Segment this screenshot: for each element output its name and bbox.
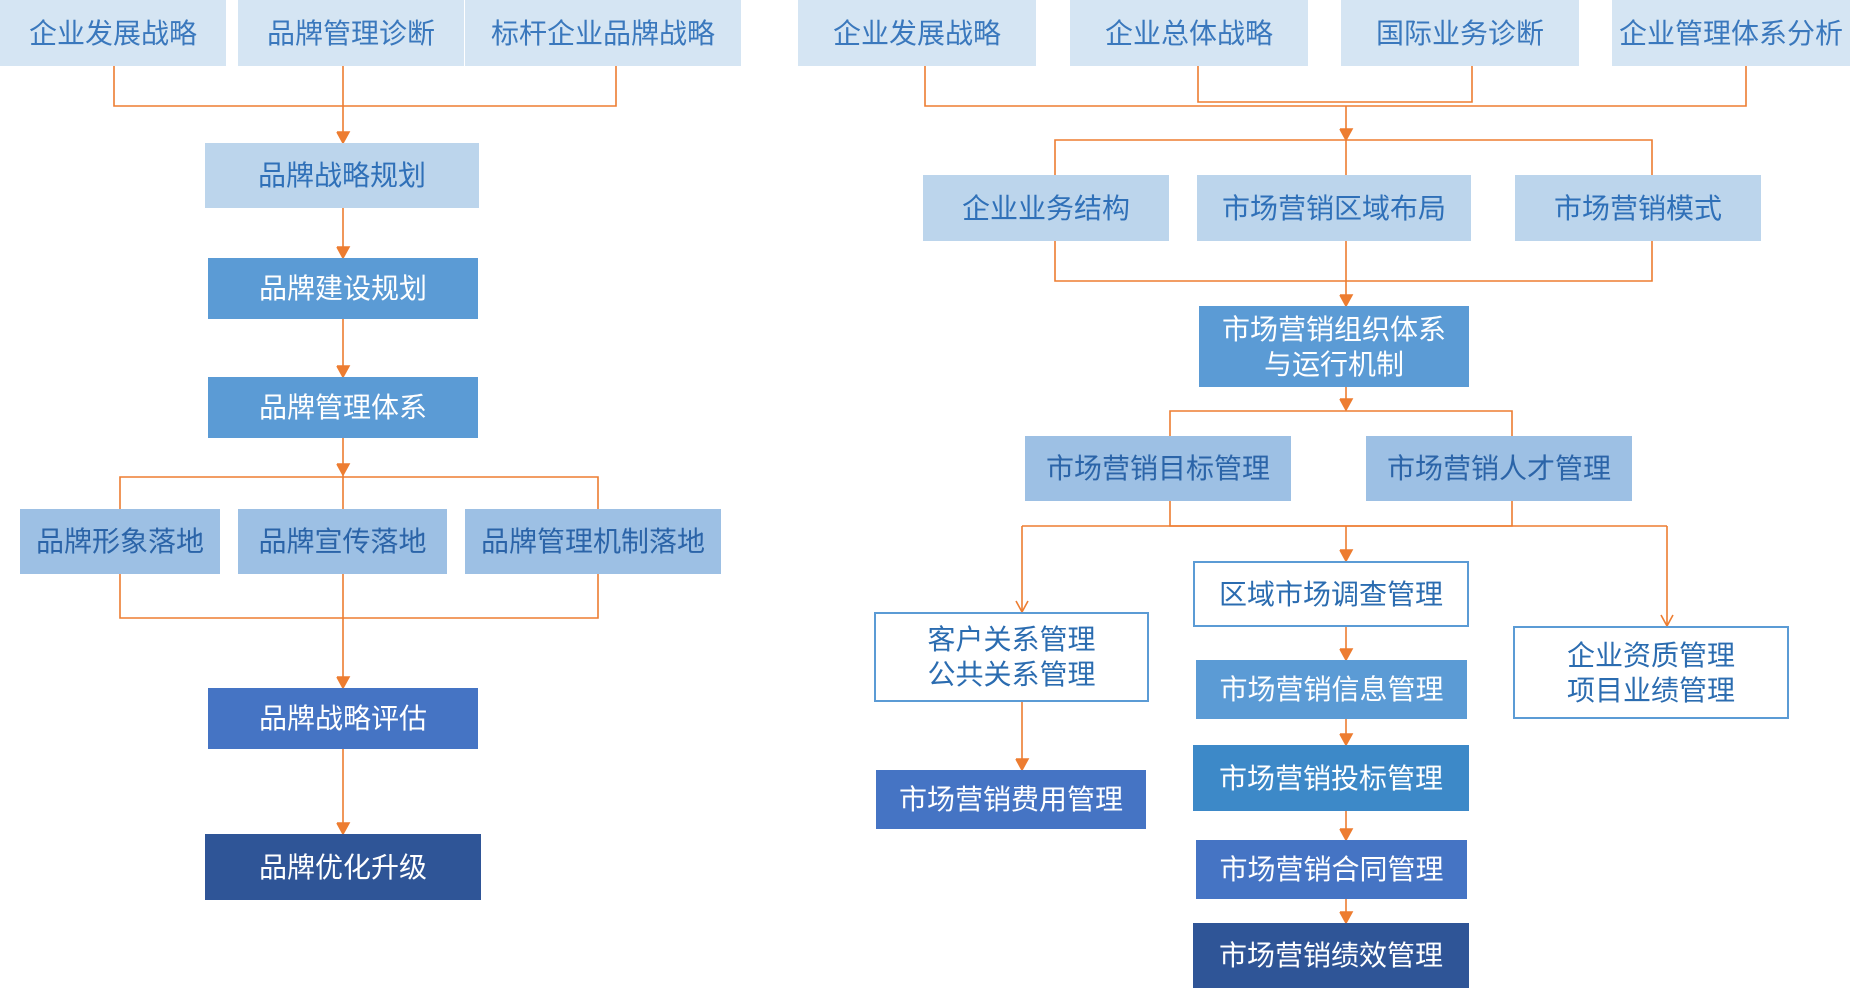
- node-label: 企业业务结构: [961, 191, 1130, 225]
- node-label: 品牌战略评估: [258, 702, 427, 735]
- performance-management-node: 市场营销绩效管理: [1193, 923, 1469, 988]
- target-management-node: 市场营销目标管理: [1025, 436, 1291, 501]
- brand-image-implementation-node: 品牌形象落地: [20, 509, 220, 574]
- left-input-brand-diagnosis: 品牌管理诊断: [238, 0, 464, 66]
- node-label: 国际业务诊断: [1375, 16, 1544, 50]
- brand-building-planning-node: 品牌建设规划: [208, 258, 478, 319]
- node-label: 客户关系管理 公共关系管理: [927, 623, 1096, 691]
- connector-line: [113, 66, 617, 107]
- organization-system-node: 市场营销组织体系 与运行机制: [1199, 306, 1469, 387]
- node-label: 企业发展战略: [832, 16, 1001, 50]
- connector-arrowhead: [1339, 911, 1354, 925]
- marketing-model-node: 市场营销模式: [1515, 175, 1761, 241]
- node-label: 品牌建设规划: [258, 272, 427, 305]
- talent-management-node: 市场营销人才管理: [1366, 436, 1632, 501]
- connector-arrowhead: [1339, 294, 1354, 308]
- right-input-enterprise-development-strategy: 企业发展战略: [798, 0, 1036, 66]
- connector-line: [119, 476, 599, 509]
- node-label: 市场营销人才管理: [1386, 452, 1611, 485]
- node-label: 品牌优化升级: [258, 850, 427, 884]
- node-label: 企业管理体系分析: [1618, 16, 1843, 50]
- brand-optimization-node: 品牌优化升级: [205, 834, 481, 900]
- connector-arrowhead: [336, 365, 351, 379]
- connector-line: [1197, 66, 1473, 103]
- node-label: 企业总体战略: [1104, 16, 1273, 50]
- node-label: 品牌管理体系: [258, 391, 427, 424]
- connector-arrowhead: [1015, 758, 1030, 772]
- contract-management-node: 市场营销合同管理: [1196, 840, 1467, 899]
- regional-survey-node: 区域市场调查管理: [1193, 561, 1469, 627]
- cost-management-node: 市场营销费用管理: [876, 770, 1146, 829]
- node-label: 市场营销组织体系 与运行机制: [1221, 312, 1446, 381]
- connector-line: [1054, 241, 1653, 282]
- connector-line: [119, 574, 599, 619]
- left-input-benchmark-brand-strategy: 标杆企业品牌战略: [465, 0, 741, 66]
- node-label: 区域市场调查管理: [1218, 577, 1443, 611]
- left-input-enterprise-strategy: 企业发展战略: [0, 0, 226, 66]
- connector-arrowhead: [336, 131, 351, 145]
- connector-arrowhead: [336, 246, 351, 260]
- brand-management-system-node: 品牌管理体系: [208, 377, 478, 438]
- connector-line: [924, 66, 1747, 107]
- connector-arrowhead: [1339, 648, 1354, 662]
- node-label: 品牌形象落地: [35, 525, 204, 558]
- node-label: 市场营销投标管理: [1218, 761, 1443, 795]
- connector-arrowhead: [336, 822, 351, 836]
- node-label: 市场营销区域布局: [1221, 191, 1446, 225]
- node-label: 市场营销合同管理: [1219, 853, 1444, 886]
- connector-line: [1169, 410, 1513, 436]
- brand-promotion-implementation-node: 品牌宣传落地: [238, 509, 447, 574]
- node-label: 品牌管理诊断: [266, 16, 435, 50]
- right-input-management-system-analysis: 企业管理体系分析: [1612, 0, 1850, 66]
- node-label: 市场营销费用管理: [898, 783, 1123, 816]
- business-structure-node: 企业业务结构: [923, 175, 1169, 241]
- brand-strategy-evaluation-node: 品牌战略评估: [208, 688, 478, 749]
- node-label: 市场营销绩效管理: [1218, 939, 1443, 972]
- node-label: 市场营销信息管理: [1219, 673, 1444, 706]
- node-label: 标杆企业品牌战略: [490, 16, 715, 50]
- right-input-international-diagnosis: 国际业务诊断: [1341, 0, 1579, 66]
- node-label: 品牌战略规划: [257, 159, 426, 192]
- connector-line: [1169, 501, 1513, 527]
- right-input-overall-strategy: 企业总体战略: [1070, 0, 1308, 66]
- bidding-management-node: 市场营销投标管理: [1193, 745, 1469, 811]
- connector-arrowhead: [1339, 128, 1354, 142]
- connector-arrowhead: [1339, 398, 1354, 412]
- information-management-node: 市场营销信息管理: [1196, 660, 1467, 719]
- node-label: 企业发展战略: [28, 16, 197, 50]
- connector-arrowhead: [1339, 549, 1354, 563]
- customer-public-relations-node: 客户关系管理 公共关系管理: [874, 612, 1149, 702]
- node-label: 品牌管理机制落地: [480, 525, 705, 558]
- node-label: 市场营销模式: [1553, 191, 1722, 225]
- connector-arrowhead: [336, 676, 351, 690]
- connector-arrowhead: [336, 463, 351, 477]
- connector-arrowhead: [1339, 733, 1354, 747]
- regional-layout-node: 市场营销区域布局: [1197, 175, 1471, 241]
- connector-line: [1054, 139, 1653, 175]
- qualification-performance-node: 企业资质管理 项目业绩管理: [1513, 626, 1789, 719]
- node-label: 市场营销目标管理: [1045, 452, 1270, 485]
- node-label: 品牌宣传落地: [258, 525, 427, 558]
- brand-mechanism-implementation-node: 品牌管理机制落地: [465, 509, 721, 574]
- node-label: 企业资质管理 项目业绩管理: [1566, 638, 1735, 707]
- connector-arrowhead: [1339, 828, 1354, 842]
- brand-strategy-planning-node: 品牌战略规划: [205, 143, 479, 208]
